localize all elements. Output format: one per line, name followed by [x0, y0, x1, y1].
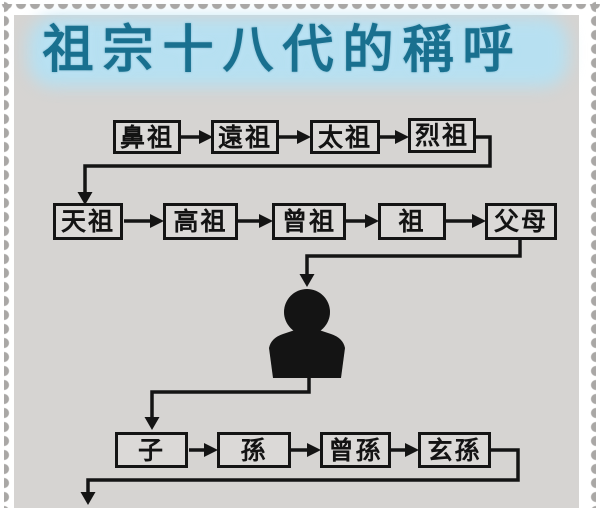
arrowheads	[77, 130, 486, 505]
generation-box-zengsun: 曾孫	[320, 432, 391, 468]
arrowhead-icon	[77, 192, 93, 205]
arrowhead-icon	[299, 274, 315, 287]
title-highlight-band	[28, 17, 568, 87]
arrowhead-icon	[144, 417, 160, 430]
arrowhead-icon	[405, 443, 419, 457]
wrap-connector-row1-row2	[83, 135, 492, 193]
generation-box-xuansun: 玄孫	[418, 432, 491, 468]
generation-box-sun: 孫	[217, 432, 291, 468]
arrowhead-icon	[395, 130, 409, 144]
page-title: 祖宗十八代的稱呼	[42, 21, 523, 80]
generation-box-yuanzu: 遠祖	[211, 120, 279, 154]
generation-box-zengzu: 曾祖	[272, 203, 346, 240]
self-to-son-connector	[150, 376, 311, 419]
person-head	[284, 289, 330, 335]
arrowhead-icon	[307, 443, 321, 457]
flow-lines	[83, 135, 522, 494]
arrowhead-icon	[204, 443, 218, 457]
arrowhead-icon	[80, 492, 96, 505]
arrowhead-icon	[199, 130, 213, 144]
generation-box-zu: 祖	[378, 203, 446, 240]
generation-box-tianzu: 天祖	[53, 203, 123, 240]
diagram-panel	[14, 15, 579, 508]
generation-box-gaozu: 高祖	[163, 203, 238, 240]
person-silhouette-icon	[269, 289, 345, 378]
wrap-connector-row3-next	[86, 448, 520, 494]
generation-box-liezu: 烈祖	[408, 118, 476, 153]
arrowhead-icon	[472, 214, 486, 228]
person-shoulders	[269, 326, 345, 378]
generation-box-taizu: 太祖	[310, 120, 380, 154]
arrowhead-icon	[365, 214, 379, 228]
generation-box-zi: 子	[115, 432, 188, 468]
generation-box-bizu: 鼻祖	[113, 120, 181, 154]
arrowhead-icon	[259, 214, 273, 228]
generation-box-fumu: 父母	[485, 203, 557, 240]
arrowhead-icon	[150, 214, 164, 228]
arrowhead-icon	[297, 130, 311, 144]
parents-to-self-connector	[305, 240, 522, 276]
